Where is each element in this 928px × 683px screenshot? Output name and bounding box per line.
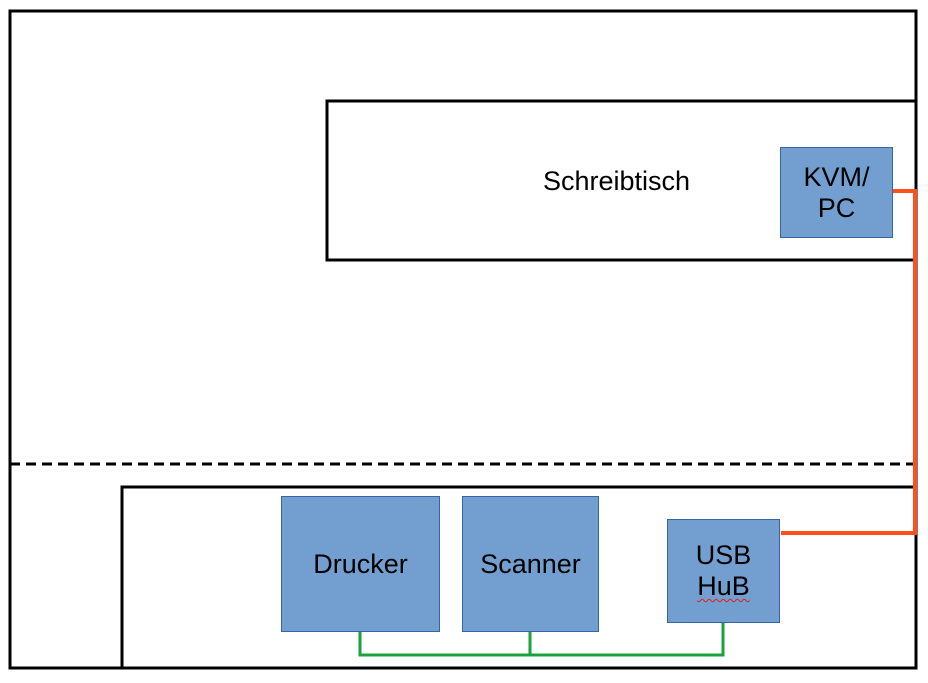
- drucker-box: Drucker: [281, 496, 440, 632]
- desk-outline: [325, 99, 918, 262]
- scanner-box: Scanner: [462, 496, 599, 632]
- kvm-pc-line1: KVM/: [803, 161, 870, 192]
- usb-hub-box: USB HuB: [667, 519, 780, 623]
- desk-label: Schreibtisch: [543, 166, 691, 196]
- orange-cable: [781, 189, 917, 535]
- scanner-label: Scanner: [480, 548, 581, 579]
- green-cable: [358, 623, 725, 657]
- drucker-label: Drucker: [313, 548, 408, 579]
- cabinet-outline: [120, 485, 918, 670]
- usb-hub-line1: USB: [695, 540, 752, 570]
- kvm-pc-line2: PC: [817, 192, 856, 223]
- kvm-pc-box: KVM/ PC: [780, 147, 893, 238]
- usb-hub-line2: HuB: [697, 571, 750, 601]
